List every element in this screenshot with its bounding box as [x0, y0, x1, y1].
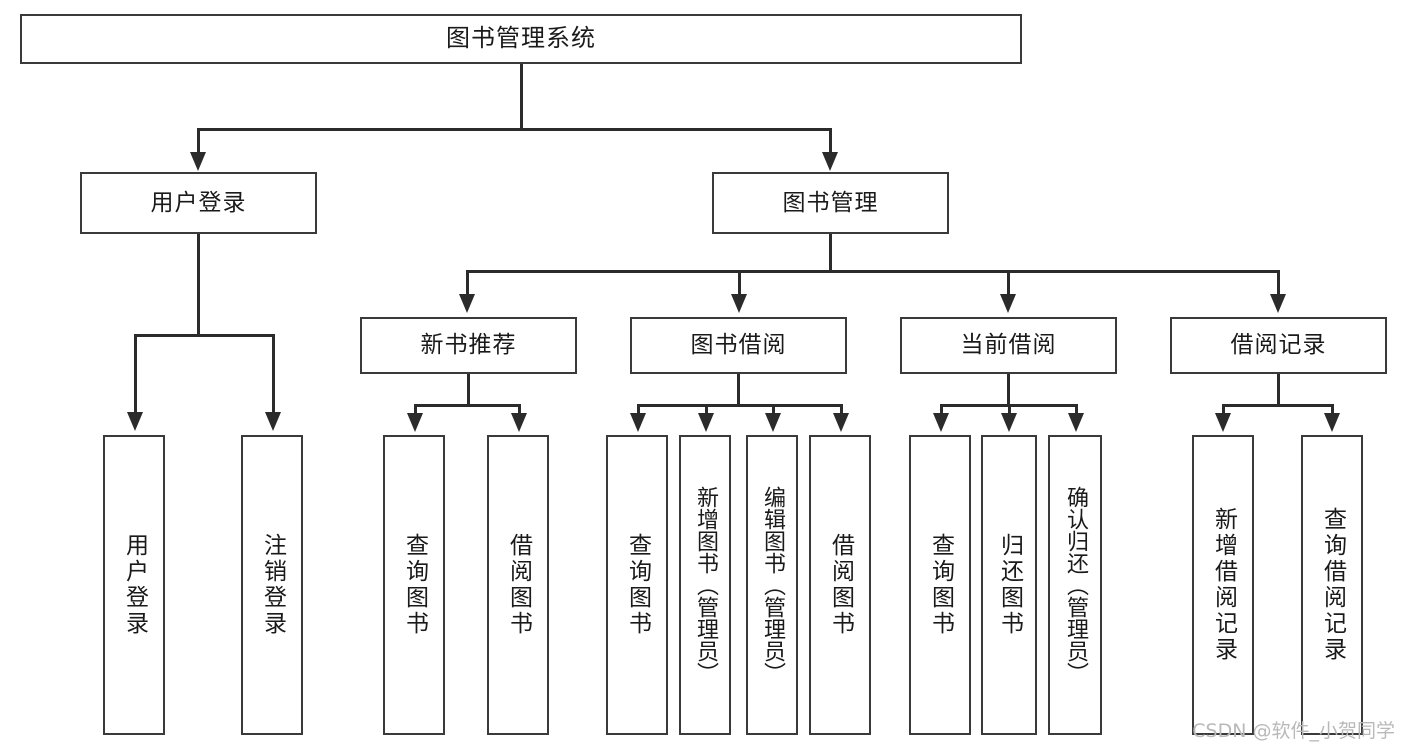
node-label: 图书管理 [782, 189, 879, 216]
connector-recommend-stem [467, 374, 470, 406]
node-current-borrow[interactable]: 当前借阅 [900, 317, 1117, 374]
leaf-borrow-edit-book-admin[interactable]: 编辑图书（管理员） [746, 435, 798, 735]
arrowhead-current-leaf-2 [1001, 413, 1017, 432]
node-label: 查询图书 [927, 533, 954, 637]
connector-bookmgmt-stem [829, 234, 832, 272]
arrowhead-user-login [190, 152, 206, 171]
connector-recommend-drop-1 [414, 404, 417, 415]
node-book-borrow[interactable]: 图书借阅 [630, 317, 847, 374]
connector-borrow-drop-1 [637, 404, 640, 415]
node-label: 注销登录 [259, 533, 286, 637]
connector-borrow-stem [737, 374, 740, 406]
leaf-borrow-query-book[interactable]: 查询图书 [606, 435, 668, 735]
arrowhead-recommend-leaf-2 [511, 413, 527, 432]
arrowhead-borrow-leaf-2 [698, 413, 714, 432]
connector-current-drop-1 [940, 404, 943, 415]
node-label: 当前借阅 [960, 332, 1057, 359]
connector-userlogin-stem [197, 234, 200, 336]
connector-bookmgmt-drop-4 [1277, 270, 1280, 296]
arrowhead-current-leaf-3 [1068, 413, 1084, 432]
connector-bookmgmt-drop-3 [1007, 270, 1010, 296]
connector-bookmgmt-drop-1 [466, 270, 469, 296]
connector-root-stem [520, 64, 523, 130]
leaf-recommend-query-book[interactable]: 查询图书 [383, 435, 445, 735]
leaf-recommend-borrow-book[interactable]: 借阅图书 [487, 435, 549, 735]
csdn-watermark: CSDN @软件_小贺同学 [1192, 720, 1395, 742]
leaf-record-query-record[interactable]: 查询借阅记录 [1301, 435, 1363, 735]
leaf-record-add-record[interactable]: 新增借阅记录 [1192, 435, 1254, 735]
connector-root-drop-left [197, 128, 200, 154]
arrowhead-borrow-leaf-4 [833, 413, 849, 432]
node-root-system[interactable]: 图书管理系统 [20, 14, 1022, 64]
node-label: 借阅图书 [827, 533, 854, 637]
connector-borrow-drop-4 [840, 404, 843, 415]
connector-current-stem [1007, 374, 1010, 406]
node-label: 用户登录 [121, 533, 148, 637]
arrowhead-leaf-user-login [127, 412, 143, 431]
connector-root-drop-right [829, 128, 832, 154]
leaf-borrow-borrow-book[interactable]: 借阅图书 [809, 435, 871, 735]
connector-record-drop-1 [1222, 404, 1225, 415]
node-label: 归还图书 [996, 533, 1023, 637]
connector-record-drop-2 [1331, 404, 1334, 415]
arrowhead-book-borrow [731, 294, 747, 313]
arrowhead-borrow-leaf-3 [765, 413, 781, 432]
arrowhead-new-book-recommend [459, 294, 475, 313]
node-label: 用户登录 [150, 189, 247, 216]
connector-userlogin-drop-1 [134, 334, 137, 414]
connector-record-bus [1222, 404, 1334, 407]
connector-borrow-drop-3 [772, 404, 775, 415]
node-label: 新增借阅记录 [1210, 507, 1237, 663]
connector-root-bus [197, 128, 831, 131]
leaf-current-confirm-return-admin[interactable]: 确认归还（管理员） [1048, 435, 1102, 735]
connector-current-drop-2 [1008, 404, 1011, 415]
node-label: 借阅图书 [505, 533, 532, 637]
connector-recommend-drop-2 [518, 404, 521, 415]
connector-userlogin-bus [134, 334, 275, 337]
node-label: 借阅记录 [1230, 332, 1327, 359]
leaf-current-query-book[interactable]: 查询图书 [909, 435, 971, 735]
node-book-management[interactable]: 图书管理 [712, 172, 949, 234]
connector-recommend-bus [414, 404, 521, 407]
connector-bookmgmt-bus [466, 270, 1280, 273]
node-label: 查询图书 [624, 533, 651, 637]
arrowhead-current-leaf-1 [933, 413, 949, 432]
connector-borrow-bus [637, 404, 842, 407]
arrowhead-current-borrow [1000, 294, 1016, 313]
leaf-current-return-book[interactable]: 归还图书 [981, 435, 1037, 735]
node-label: 确认归还（管理员） [1063, 486, 1088, 684]
node-label: 新书推荐 [420, 332, 517, 359]
connector-bookmgmt-drop-2 [738, 270, 741, 296]
leaf-logout[interactable]: 注销登录 [241, 435, 303, 735]
node-label: 图书借阅 [690, 332, 787, 359]
arrowhead-recommend-leaf-1 [407, 413, 423, 432]
arrowhead-book-manage [822, 152, 838, 171]
arrowhead-borrow-record [1270, 294, 1286, 313]
node-borrow-record[interactable]: 借阅记录 [1170, 317, 1387, 374]
arrowhead-record-leaf-2 [1324, 413, 1340, 432]
arrowhead-record-leaf-1 [1215, 413, 1231, 432]
node-user-login[interactable]: 用户登录 [80, 172, 317, 234]
connector-borrow-drop-2 [705, 404, 708, 415]
leaf-borrow-add-book-admin[interactable]: 新增图书（管理员） [679, 435, 731, 735]
node-label: 新增图书（管理员） [693, 486, 718, 684]
leaf-user-login[interactable]: 用户登录 [103, 435, 165, 735]
node-new-book-recommend[interactable]: 新书推荐 [360, 317, 577, 374]
connector-current-drop-3 [1075, 404, 1078, 415]
connector-userlogin-drop-2 [272, 334, 275, 414]
connector-record-stem [1277, 374, 1280, 406]
node-label: 编辑图书（管理员） [760, 486, 785, 684]
arrowhead-leaf-logout [265, 412, 281, 431]
node-label: 图书管理系统 [446, 24, 596, 53]
arrowhead-borrow-leaf-1 [630, 413, 646, 432]
node-label: 查询图书 [401, 533, 428, 637]
node-label: 查询借阅记录 [1319, 507, 1346, 663]
